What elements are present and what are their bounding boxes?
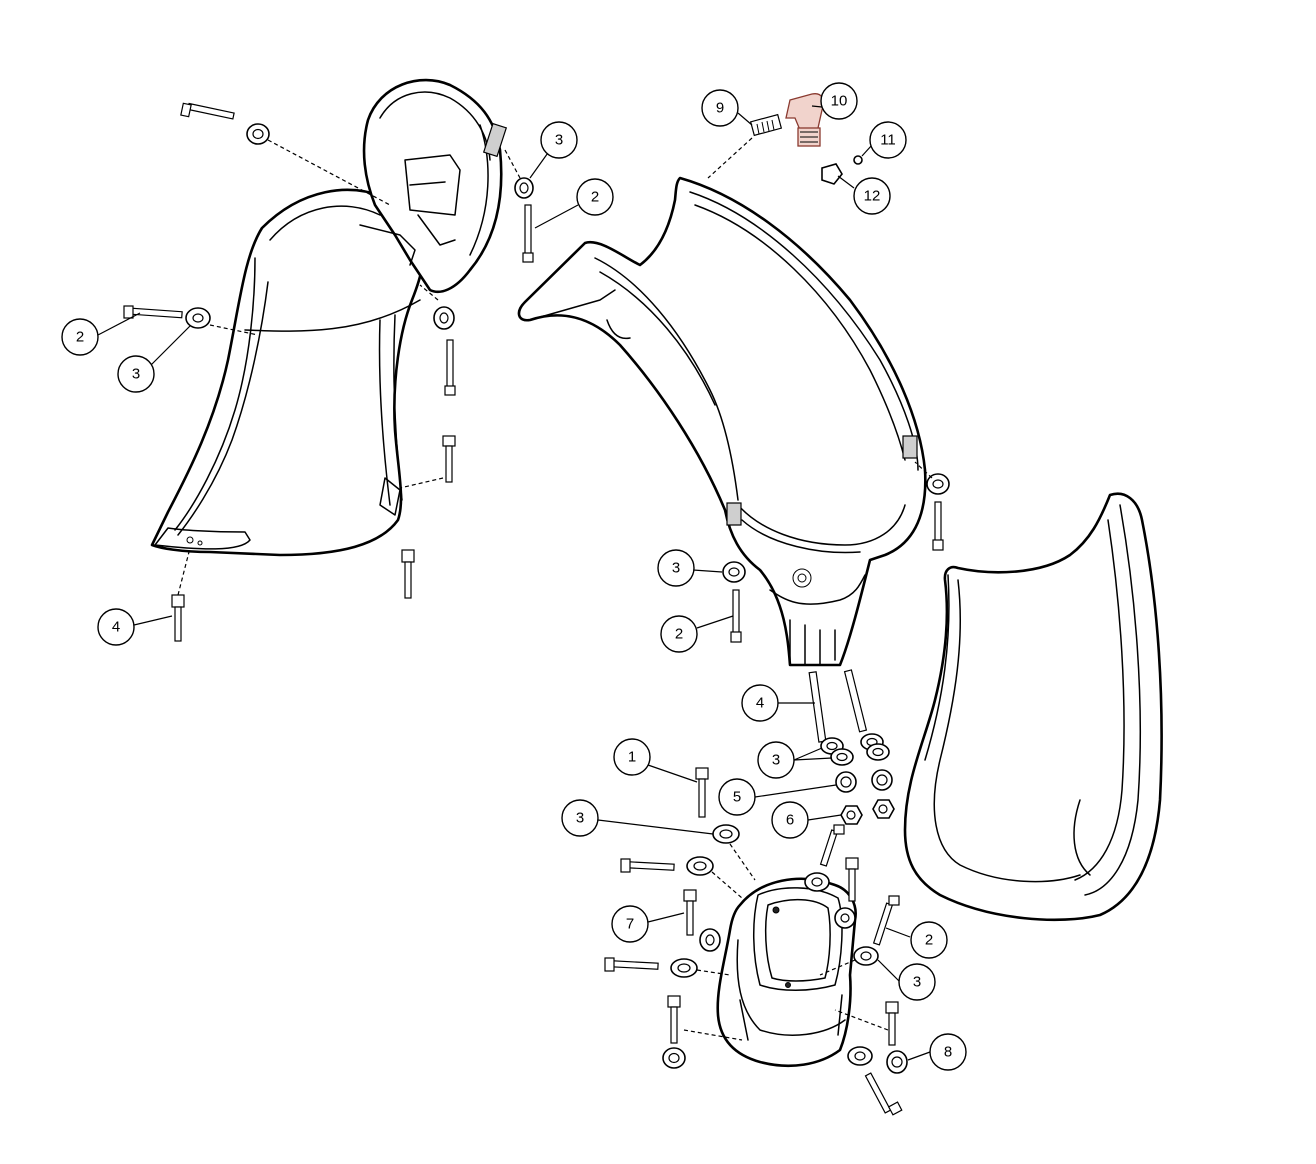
bolt-icon [667,995,681,1044]
small-fittings-part [821,155,863,185]
left-housing-cap-part [359,78,508,294]
lock-washer-icon [886,1050,908,1074]
bolt-icon [872,895,900,946]
right-curved-cover-part [903,492,1163,922]
fitting-nipple-part [707,113,783,179]
callout-3: 3 [657,549,695,587]
callout-7: 7 [611,905,649,943]
callout-2: 2 [660,615,698,653]
washer-icon [853,946,879,966]
callout-5: 5 [718,778,756,816]
bolt-icon [683,889,697,936]
bolt-icon [620,858,675,873]
callout-label: 2 [591,189,599,206]
bolt-icon [695,767,709,818]
bolt-icon [444,339,456,396]
callout-label: 9 [716,100,724,117]
callout-label: 4 [756,695,764,712]
callout-3: 3 [898,963,936,1001]
bottom-hardware [604,767,908,1116]
washer-icon [246,123,270,145]
callout-6: 6 [771,801,809,839]
bolt-icon [730,589,742,643]
bolt-icon [819,824,845,867]
washer-icon [804,872,830,892]
callout-label: 10 [831,93,848,110]
callout-label: 7 [626,916,634,933]
bolt-icon [845,857,859,902]
washer-icon [847,1046,873,1066]
lock-washer-icon [835,769,893,793]
callout-3: 3 [540,121,578,159]
center-hardware [722,461,950,825]
callout-1: 1 [613,738,651,776]
washer-icon [926,473,950,495]
bolt-icon [932,501,944,551]
center-arc-housing-part [517,176,927,667]
bolt-icon [442,435,456,483]
elbow-fitting-part [785,93,825,147]
callout-label: 2 [675,626,683,643]
callout-10: 10 [820,82,858,120]
callout-11: 11 [869,121,907,159]
bottom-hub-housing-part [716,877,857,1068]
callout-2: 2 [576,178,614,216]
washer-icon [433,306,455,330]
callout-label: 3 [772,752,780,769]
stud-icon [808,669,868,743]
callout-label: 2 [925,932,933,949]
bolt-icon [522,204,534,263]
callout-9: 9 [701,89,739,127]
callout-label: 5 [733,789,741,806]
callout-label: 2 [76,329,84,346]
washer-icon [699,928,721,952]
callout-12: 12 [853,177,891,215]
bolt-icon [171,594,185,642]
bolt-icon [864,1072,903,1116]
callout-3: 3 [561,799,599,837]
washer-icon [722,561,746,583]
callout-label: 8 [944,1044,952,1061]
callout-3: 3 [757,741,795,779]
callout-label: 12 [864,188,881,205]
callout-label: 11 [880,132,896,149]
washer-icon [712,824,740,844]
callout-2: 2 [61,318,99,356]
callout-2: 2 [910,921,948,959]
callout-label: 6 [786,812,794,829]
callout-label: 3 [672,560,680,577]
washer-icon [834,907,856,929]
bolt-icon [401,549,415,599]
left-housing-part [150,188,426,557]
washer-icon [686,856,714,876]
left-hardware [123,102,534,642]
callouts: 3 2 2 3 4 9 10 11 12 3 2 4 3 1 5 6 3 7 2… [61,82,967,1071]
washer-icon [662,1047,686,1069]
callout-label: 4 [112,619,120,636]
bolt-icon [123,305,183,319]
callout-label: 3 [132,366,140,383]
bolt-icon [885,1001,899,1046]
callout-4: 4 [741,684,779,722]
bolt-icon [604,957,659,972]
callout-label: 3 [555,132,563,149]
callout-label: 1 [628,749,636,766]
washer-icon [514,177,534,199]
callout-label: 3 [913,974,921,991]
callout-8: 8 [929,1033,967,1071]
bolt-icon [180,102,235,120]
washer-icon [670,958,698,978]
nut-icon [840,799,895,825]
washer-icon [185,307,211,329]
callout-4: 4 [97,608,135,646]
leader-lines [97,105,931,1061]
callout-label: 3 [576,810,584,827]
washer-icon [820,733,890,766]
callout-3: 3 [117,355,155,393]
